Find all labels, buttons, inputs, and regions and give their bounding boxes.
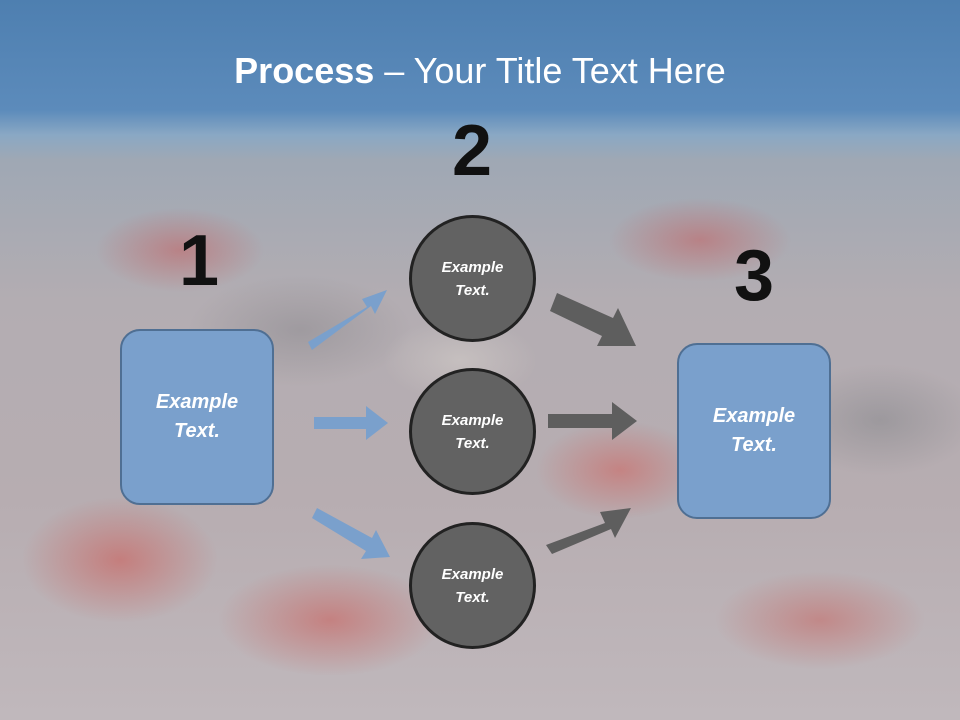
step-2-circle-3-text: Example Text. bbox=[441, 565, 504, 606]
step-3-box: Example Text. bbox=[677, 343, 831, 519]
slide-title: Process – Your Title Text Here bbox=[0, 50, 960, 92]
title-rest: – Your Title Text Here bbox=[374, 50, 726, 91]
step-2-number: 2 bbox=[451, 111, 493, 191]
gray-arrows bbox=[546, 293, 637, 554]
title-bold: Process bbox=[234, 50, 375, 91]
arrow-right-icon bbox=[548, 402, 637, 440]
step-3-number: 3 bbox=[733, 236, 775, 316]
arrow-right-icon bbox=[314, 406, 388, 440]
blue-arrows bbox=[308, 290, 390, 559]
arrow-down-right-icon bbox=[550, 293, 636, 346]
step-2-circle-1-text: Example Text. bbox=[441, 258, 504, 299]
step-2-circle-1: Example Text. bbox=[409, 215, 536, 342]
step-2-circle-2-text: Example Text. bbox=[441, 411, 504, 452]
step-1-number: 1 bbox=[178, 221, 220, 301]
step-2-circle-3: Example Text. bbox=[409, 522, 536, 649]
arrow-up-right-icon bbox=[308, 290, 387, 350]
step-1-box: Example Text. bbox=[120, 329, 274, 505]
step-3-text: Example Text. bbox=[712, 405, 796, 456]
arrow-down-right-icon bbox=[312, 508, 390, 559]
step-1-text: Example Text. bbox=[155, 391, 239, 442]
step-2-circle-2: Example Text. bbox=[409, 368, 536, 495]
arrow-up-right-icon bbox=[546, 508, 631, 554]
